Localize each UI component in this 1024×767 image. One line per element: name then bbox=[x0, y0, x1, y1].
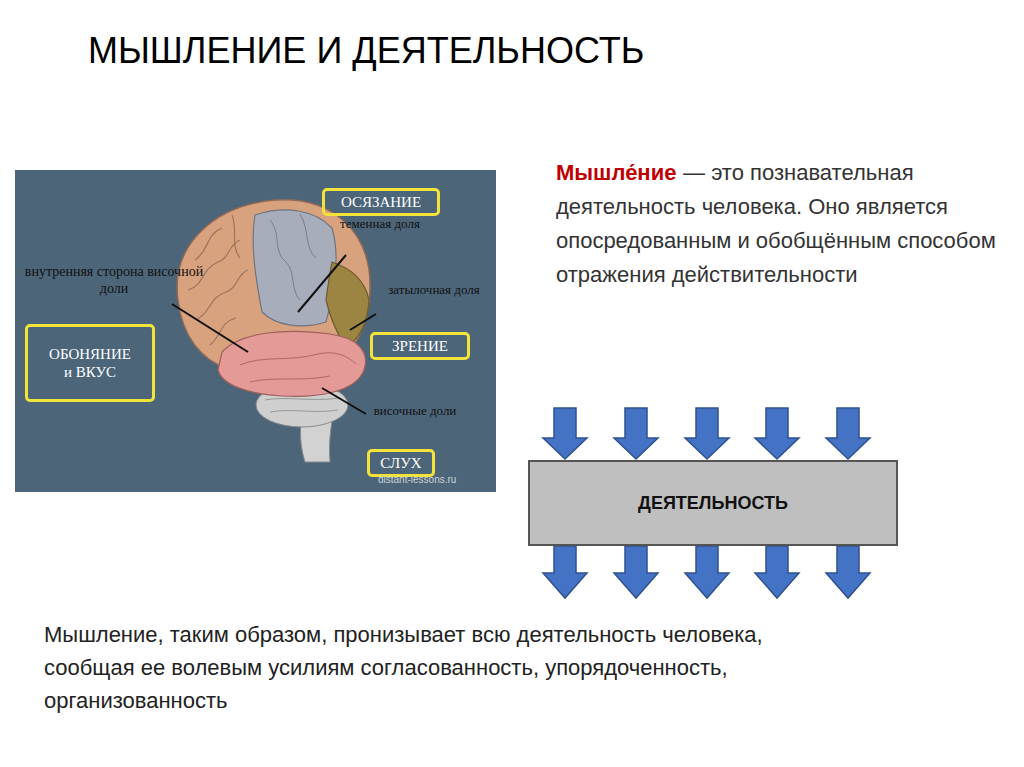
lobe-label: затылочная доля bbox=[378, 282, 490, 298]
activity-box: ДЕЯТЕЛЬНОСТЬ bbox=[528, 460, 898, 546]
sense-box: ЗРЕНИЕ bbox=[370, 332, 470, 360]
conclusion-text: Мышление, таким образом, пронизывает всю… bbox=[44, 618, 854, 717]
lobe-label: височные доли bbox=[360, 403, 470, 419]
watermark: distant-lessons.ru bbox=[378, 474, 490, 486]
flow-arrow bbox=[614, 546, 658, 598]
flow-arrow bbox=[614, 408, 658, 459]
term: Мышле́ние bbox=[556, 160, 676, 185]
flow-arrow bbox=[826, 546, 870, 598]
node-text: ДЕЯТЕЛЬНОСТЬ bbox=[638, 493, 788, 514]
node-text: СЛУХ bbox=[380, 454, 421, 472]
brain-panel bbox=[15, 170, 496, 492]
sense-box: ОБОНЯНИЕ и ВКУС bbox=[25, 324, 155, 402]
node-text: ОБОНЯНИЕ и ВКУС bbox=[49, 345, 131, 381]
definition-text: Мышле́ние— это познавательная деятельнос… bbox=[556, 156, 1006, 292]
flow-arrow bbox=[543, 546, 587, 598]
flow-arrow bbox=[543, 408, 587, 459]
slide-title: МЫШЛЕНИЕ И ДЕЯТЕЛЬНОСТЬ bbox=[88, 30, 644, 72]
flow-arrow bbox=[685, 546, 729, 598]
flow-arrow bbox=[755, 408, 799, 459]
sense-box: ОСЯЗАНИЕ bbox=[322, 188, 440, 216]
flow-arrow bbox=[685, 408, 729, 459]
lobe-label: внутренняя сторона височной доли bbox=[18, 264, 210, 298]
node-text: ОСЯЗАНИЕ bbox=[341, 193, 421, 211]
sense-box: СЛУХ bbox=[367, 449, 435, 477]
flow-arrow bbox=[755, 546, 799, 598]
node-text: ЗРЕНИЕ bbox=[392, 337, 448, 355]
flow-arrow bbox=[826, 408, 870, 459]
brain-illustration bbox=[177, 200, 370, 462]
lobe-label: теменная доля bbox=[328, 216, 432, 232]
